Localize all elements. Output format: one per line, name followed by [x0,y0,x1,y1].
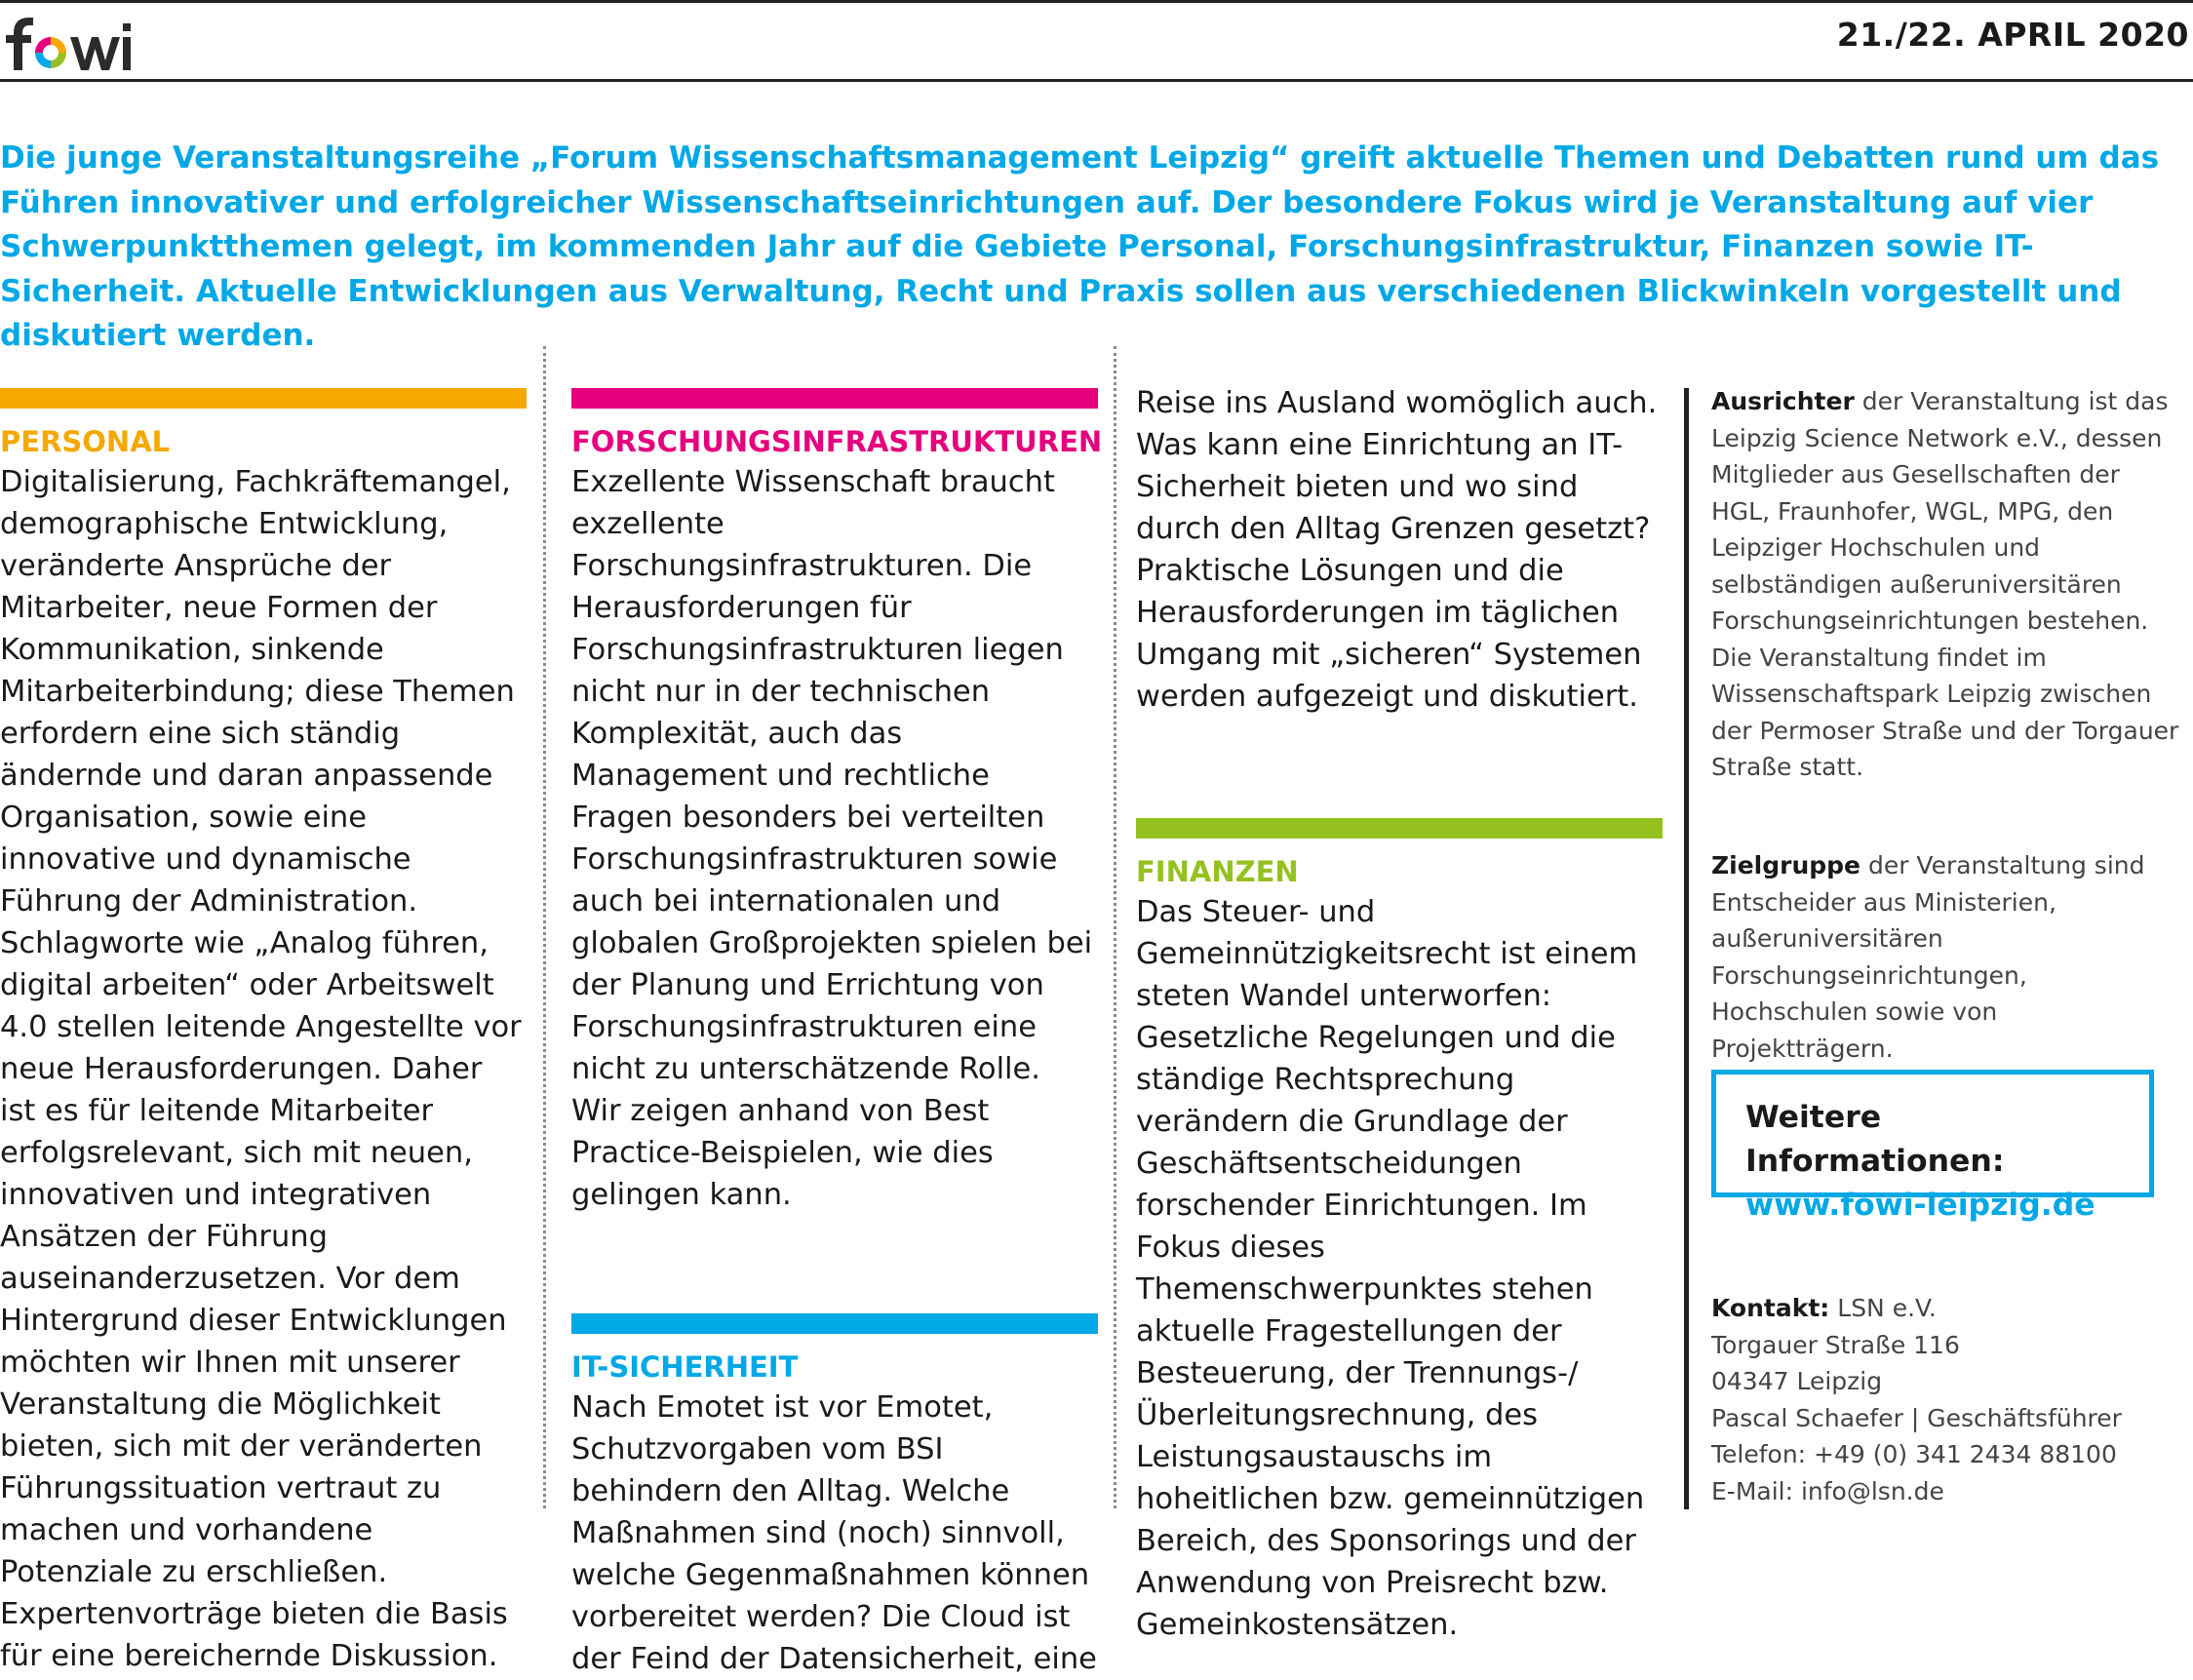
event-date: 21./22. APRIL 2020 [1836,16,2189,54]
kontakt-line: Telefon: +49 (0) 341 2434 88100 [1711,1440,2117,1468]
ort-text: Die Veranstaltung findet im Wissenschaft… [1711,643,2179,782]
fowi-logo [0,6,137,76]
kontakt-email[interactable]: E-Mail: info@lsn.de [1711,1476,1944,1505]
section-bar-it [571,1313,1098,1334]
section-title-it: IT-SICHERHEIT [571,1350,799,1384]
intro-paragraph: Die junge Veranstaltungsreihe „Forum Wis… [0,140,2160,353]
section-title-forschung: FORSCHUNGSINFRASTRUKTUREN [571,425,1103,458]
section-text-it-continued: Reise ins Ausland womöglich auch. Was ka… [1136,386,1658,714]
column-personal: PERSONAL Digitalisierung, Fachkräftemang… [0,388,527,1677]
sidebar-ausrichter: Ausrichter der Veranstaltung ist das Lei… [1711,383,2179,786]
header-rule [0,79,2193,82]
section-bar-personal [0,388,527,409]
section-bar-forschung [571,388,1098,409]
zielgruppe-label: Zielgruppe [1711,851,1860,879]
sidebar-kontakt: Kontakt: LSN e.V. Torgauer Straße 116 04… [1711,1290,2179,1509]
section-text-it: Nach Emotet ist vor Emotet, Schutzvorgab… [571,1390,1097,1676]
column-forschung-it: FORSCHUNGSINFRASTRUKTUREN Exzellente Wis… [571,388,1103,1680]
kontakt-line: Torgauer Straße 116 [1711,1330,1960,1359]
zielgruppe-text: der Veranstaltung sind Entscheider aus M… [1711,851,2145,1063]
kontakt-label: Kontakt: [1711,1294,1830,1322]
section-title-personal: PERSONAL [0,425,171,458]
section-text-finanzen: Das Steuer- und Gemeinnützigkeitsrecht i… [1136,895,1645,1642]
info-title: Weitere Informationen: [1745,1100,2005,1179]
section-title-finanzen: FINANZEN [1136,855,1299,888]
sidebar-rule [1684,388,1689,1509]
top-rule [0,0,2193,3]
info-link[interactable]: www.fowi-leipzig.de [1745,1188,2095,1223]
section-text-forschung: Exzellente Wissenschaft braucht exzellen… [571,465,1093,1212]
column-divider-1 [543,346,546,1508]
column-divider-2 [1114,346,1116,1508]
kontakt-org: LSN e.V. [1829,1294,1937,1322]
info-box: Weitere Informationen: www.fowi-leipzig.… [1711,1070,2154,1223]
ausrichter-text: der Veranstaltung ist das Leipzig Scienc… [1711,387,2169,635]
kontakt-line: 04347 Leipzig [1711,1367,1883,1395]
sidebar-zielgruppe: Zielgruppe der Veranstaltung sind Entsch… [1711,847,2179,1067]
kontakt-line: Pascal Schaefer | Geschäftsführer [1711,1403,2122,1432]
section-text-personal: Digitalisierung, Fachkräftemangel, demog… [0,465,522,1673]
ausrichter-label: Ausrichter [1711,387,1855,415]
column-it-finanzen: Reise ins Ausland womöglich auch. Was ka… [1136,382,1663,1646]
section-bar-finanzen [1136,818,1663,839]
